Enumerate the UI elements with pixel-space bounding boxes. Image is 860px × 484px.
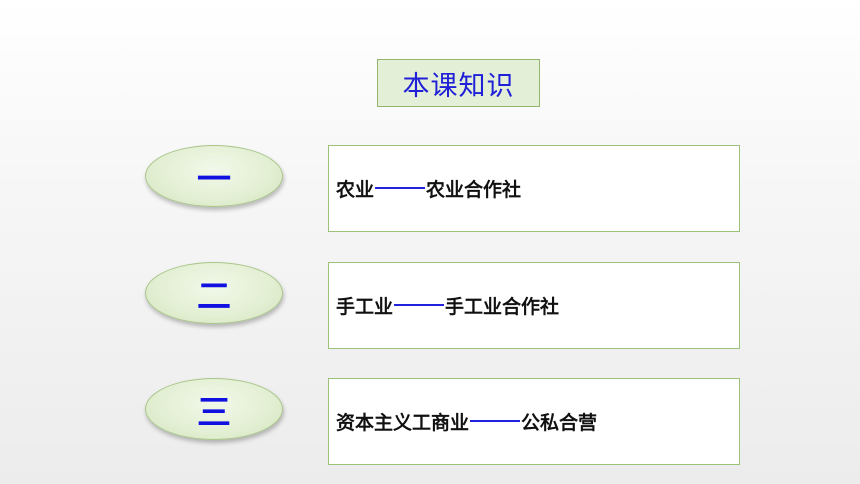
- knowledge-box-1: 农业 农业合作社: [328, 145, 740, 232]
- knowledge-box-3: 资本主义工商业 公私合营: [328, 378, 740, 465]
- knowledge-box-2: 手工业 手工业合作社: [328, 262, 740, 349]
- knowledge-row-2: 二 手工业 手工业合作社: [0, 262, 860, 352]
- numeral-ellipse-3: 三: [145, 378, 283, 440]
- result-label: 公私合营: [521, 412, 598, 434]
- arrow-dash: [470, 419, 521, 422]
- result-label: 手工业合作社: [445, 296, 560, 318]
- topic-label: 资本主义工商业: [336, 412, 470, 434]
- numeral-ellipse-1: 一: [145, 145, 283, 207]
- numeral-ellipse-2: 二: [145, 262, 283, 324]
- arrow-dash: [375, 186, 426, 189]
- result-label: 农业合作社: [426, 179, 522, 201]
- topic-label: 手工业: [336, 296, 394, 318]
- numeral-label: 一: [197, 159, 231, 200]
- numeral-label: 三: [197, 392, 231, 433]
- topic-label: 农业: [336, 179, 375, 201]
- knowledge-row-1: 一 农业 农业合作社: [0, 145, 860, 235]
- numeral-label: 二: [197, 276, 231, 317]
- knowledge-row-3: 三 资本主义工商业 公私合营: [0, 378, 860, 468]
- lesson-title: 本课知识: [377, 59, 540, 107]
- arrow-dash: [394, 303, 445, 306]
